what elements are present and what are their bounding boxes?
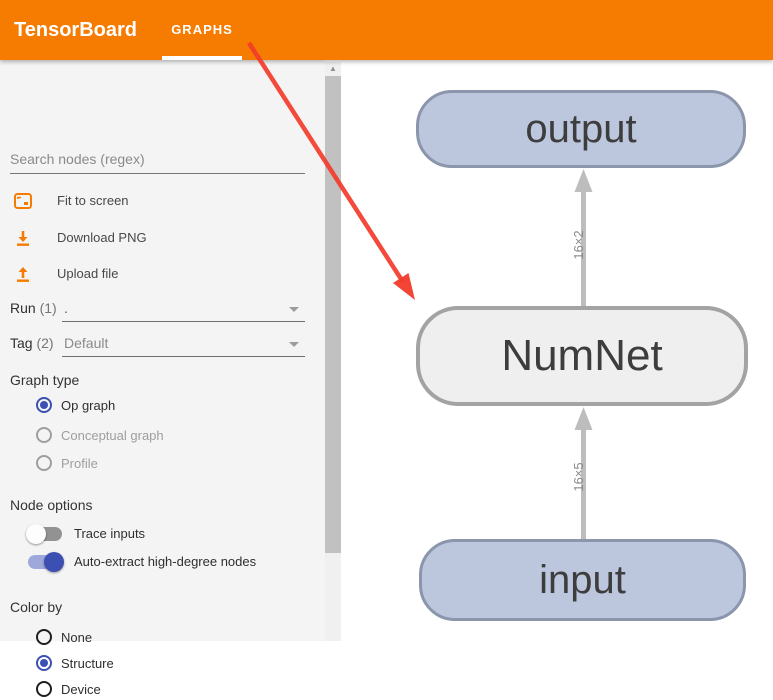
radio-op-graph[interactable]: Op graph	[0, 396, 325, 416]
chevron-down-icon	[289, 342, 299, 347]
radio-color-device[interactable]: Device	[0, 680, 325, 700]
fit-to-screen-label: Fit to screen	[57, 193, 129, 208]
tab-graphs[interactable]: GRAPHS	[162, 0, 242, 60]
graph-node-input[interactable]: input	[419, 539, 746, 621]
radio-selected-icon	[36, 655, 52, 671]
radio-conceptual-graph[interactable]: Conceptual graph	[0, 426, 325, 446]
radio-unselected-icon	[36, 629, 52, 645]
download-png-button[interactable]: Download PNG	[0, 227, 325, 251]
tag-select-value: Default	[64, 335, 109, 351]
radio-selected-icon	[36, 397, 52, 413]
trace-inputs-toggle[interactable]: Trace inputs	[0, 523, 325, 545]
app-header: TensorBoard GRAPHS	[0, 0, 773, 60]
auto-extract-toggle[interactable]: Auto-extract high-degree nodes	[0, 551, 325, 573]
radio-color-none-label: None	[61, 630, 93, 645]
tab-active-underline	[162, 56, 242, 60]
trace-inputs-label: Trace inputs	[74, 526, 146, 541]
upload-icon	[13, 264, 33, 284]
tag-select[interactable]: Default	[62, 333, 305, 357]
chevron-down-icon	[289, 307, 299, 312]
toggle-off-icon	[26, 524, 64, 544]
node-options-heading: Node options	[10, 497, 93, 513]
scrollbar-up-arrow-icon[interactable]: ▲	[329, 64, 337, 73]
graph-type-heading: Graph type	[10, 372, 80, 388]
radio-color-structure-label: Structure	[61, 656, 114, 671]
edge-label-16x2: 16×2	[571, 230, 586, 260]
scrollbar-thumb[interactable]	[325, 76, 341, 553]
run-label: Run (1)	[10, 300, 57, 316]
edge-label-16x5: 16×5	[571, 462, 586, 492]
radio-unselected-icon	[36, 455, 52, 471]
graph-node-numnet-label: NumNet	[501, 331, 663, 380]
radio-unselected-icon	[36, 427, 52, 443]
radio-op-graph-label: Op graph	[61, 398, 116, 413]
radio-color-none[interactable]: None	[0, 628, 325, 648]
tab-graphs-label: GRAPHS	[171, 22, 233, 37]
download-png-label: Download PNG	[57, 230, 147, 245]
radio-color-device-label: Device	[61, 682, 101, 697]
radio-unselected-icon	[36, 681, 52, 697]
radio-conceptual-graph-label: Conceptual graph	[61, 428, 164, 443]
fit-to-screen-button[interactable]: Fit to screen	[0, 190, 325, 214]
toggle-on-icon	[26, 552, 64, 572]
graph-node-output[interactable]: output	[416, 90, 746, 168]
radio-profile-label: Profile	[61, 456, 98, 471]
graph-node-output-label: output	[525, 106, 637, 151]
run-select[interactable]: .	[62, 298, 305, 322]
radio-color-structure[interactable]: Structure	[0, 654, 325, 674]
tag-label: Tag (2)	[10, 335, 54, 351]
app-title: TensorBoard	[14, 19, 137, 41]
upload-file-label: Upload file	[57, 266, 119, 281]
run-select-value: .	[64, 300, 68, 316]
sidebar-scrollbar[interactable]: ▲	[325, 62, 341, 641]
upload-file-button[interactable]: Upload file	[0, 263, 325, 287]
graph-node-input-label: input	[539, 557, 626, 602]
search-input[interactable]	[10, 144, 305, 174]
auto-extract-label: Auto-extract high-degree nodes	[74, 554, 257, 569]
graph-node-numnet[interactable]: NumNet	[416, 306, 748, 406]
color-by-heading: Color by	[10, 599, 63, 615]
radio-profile[interactable]: Profile	[0, 454, 325, 474]
download-icon	[13, 228, 33, 248]
graphs-sidebar: Fit to screen Download PNG Upload file R…	[0, 60, 325, 697]
fit-to-screen-icon	[13, 191, 33, 211]
